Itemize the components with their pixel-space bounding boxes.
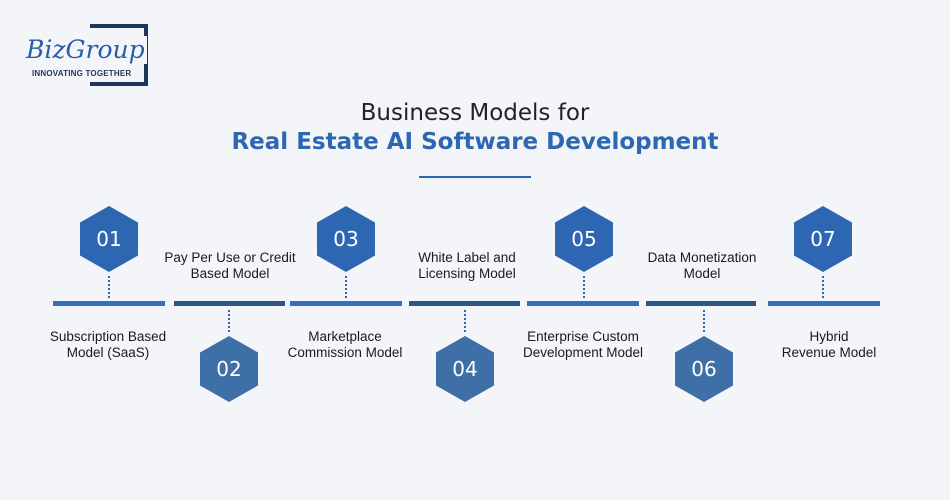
page-title-line2: Real Estate AI Software Development — [231, 129, 719, 155]
step-05-hexagon: 05 — [555, 206, 613, 272]
step-06-number: 06 — [691, 357, 717, 381]
timeline-segment-1 — [53, 301, 165, 306]
connector-07 — [822, 276, 824, 298]
step-01-number: 01 — [96, 227, 122, 251]
step-05-number: 05 — [571, 227, 597, 251]
logo-name: BizGroup — [24, 35, 147, 64]
timeline-segment-6 — [646, 301, 756, 306]
step-06-label-line1: Data Monetization — [647, 250, 757, 265]
step-04-label-line1: White Label and — [418, 250, 516, 265]
step-05-label-line1: Enterprise Custom — [527, 329, 639, 344]
step-02-label-line2: Based Model — [190, 266, 270, 281]
step-03-number: 03 — [333, 227, 359, 251]
step-04-hexagon: 04 — [436, 336, 494, 402]
step-05-label-line2: Development Model — [522, 345, 644, 360]
connector-05 — [583, 276, 585, 298]
bizgroup-logo: BizGroup INNOVATING TOGETHER — [24, 22, 156, 86]
step-01-label-line1: Subscription Based — [49, 329, 167, 344]
step-06-label-line2: Model — [683, 266, 721, 281]
step-02-hexagon: 02 — [200, 336, 258, 402]
step-01-hexagon: 01 — [80, 206, 138, 272]
step-03-label-line1: Marketplace — [308, 329, 382, 344]
step-07-label-line2: Revenue Model — [781, 345, 877, 360]
step-04-label-line2: Licensing Model — [418, 266, 516, 281]
timeline-segment-4 — [409, 301, 520, 306]
timeline-segment-7 — [768, 301, 880, 306]
connector-01 — [108, 276, 110, 298]
step-07-number: 07 — [810, 227, 836, 251]
timeline-segment-3 — [290, 301, 402, 306]
title-underline — [419, 176, 531, 178]
step-06-hexagon: 06 — [675, 336, 733, 402]
logo-tagline: INNOVATING TOGETHER — [30, 69, 134, 78]
page-title-line1: Business Models for — [360, 100, 590, 126]
step-03-hexagon: 03 — [317, 206, 375, 272]
connector-06 — [703, 310, 705, 332]
connector-04 — [464, 310, 466, 332]
step-07-hexagon: 07 — [794, 206, 852, 272]
step-03-label-line2: Commission Model — [287, 345, 403, 360]
connector-02 — [228, 310, 230, 332]
step-02-label-line1: Pay Per Use or Credit — [164, 250, 296, 265]
step-04-number: 04 — [452, 357, 478, 381]
step-07-label-line1: Hybrid — [809, 329, 849, 344]
connector-03 — [345, 276, 347, 298]
timeline-segment-2 — [174, 301, 285, 306]
timeline-segment-5 — [527, 301, 639, 306]
step-02-number: 02 — [216, 357, 242, 381]
step-01-label-line2: Model (SaaS) — [66, 345, 150, 360]
